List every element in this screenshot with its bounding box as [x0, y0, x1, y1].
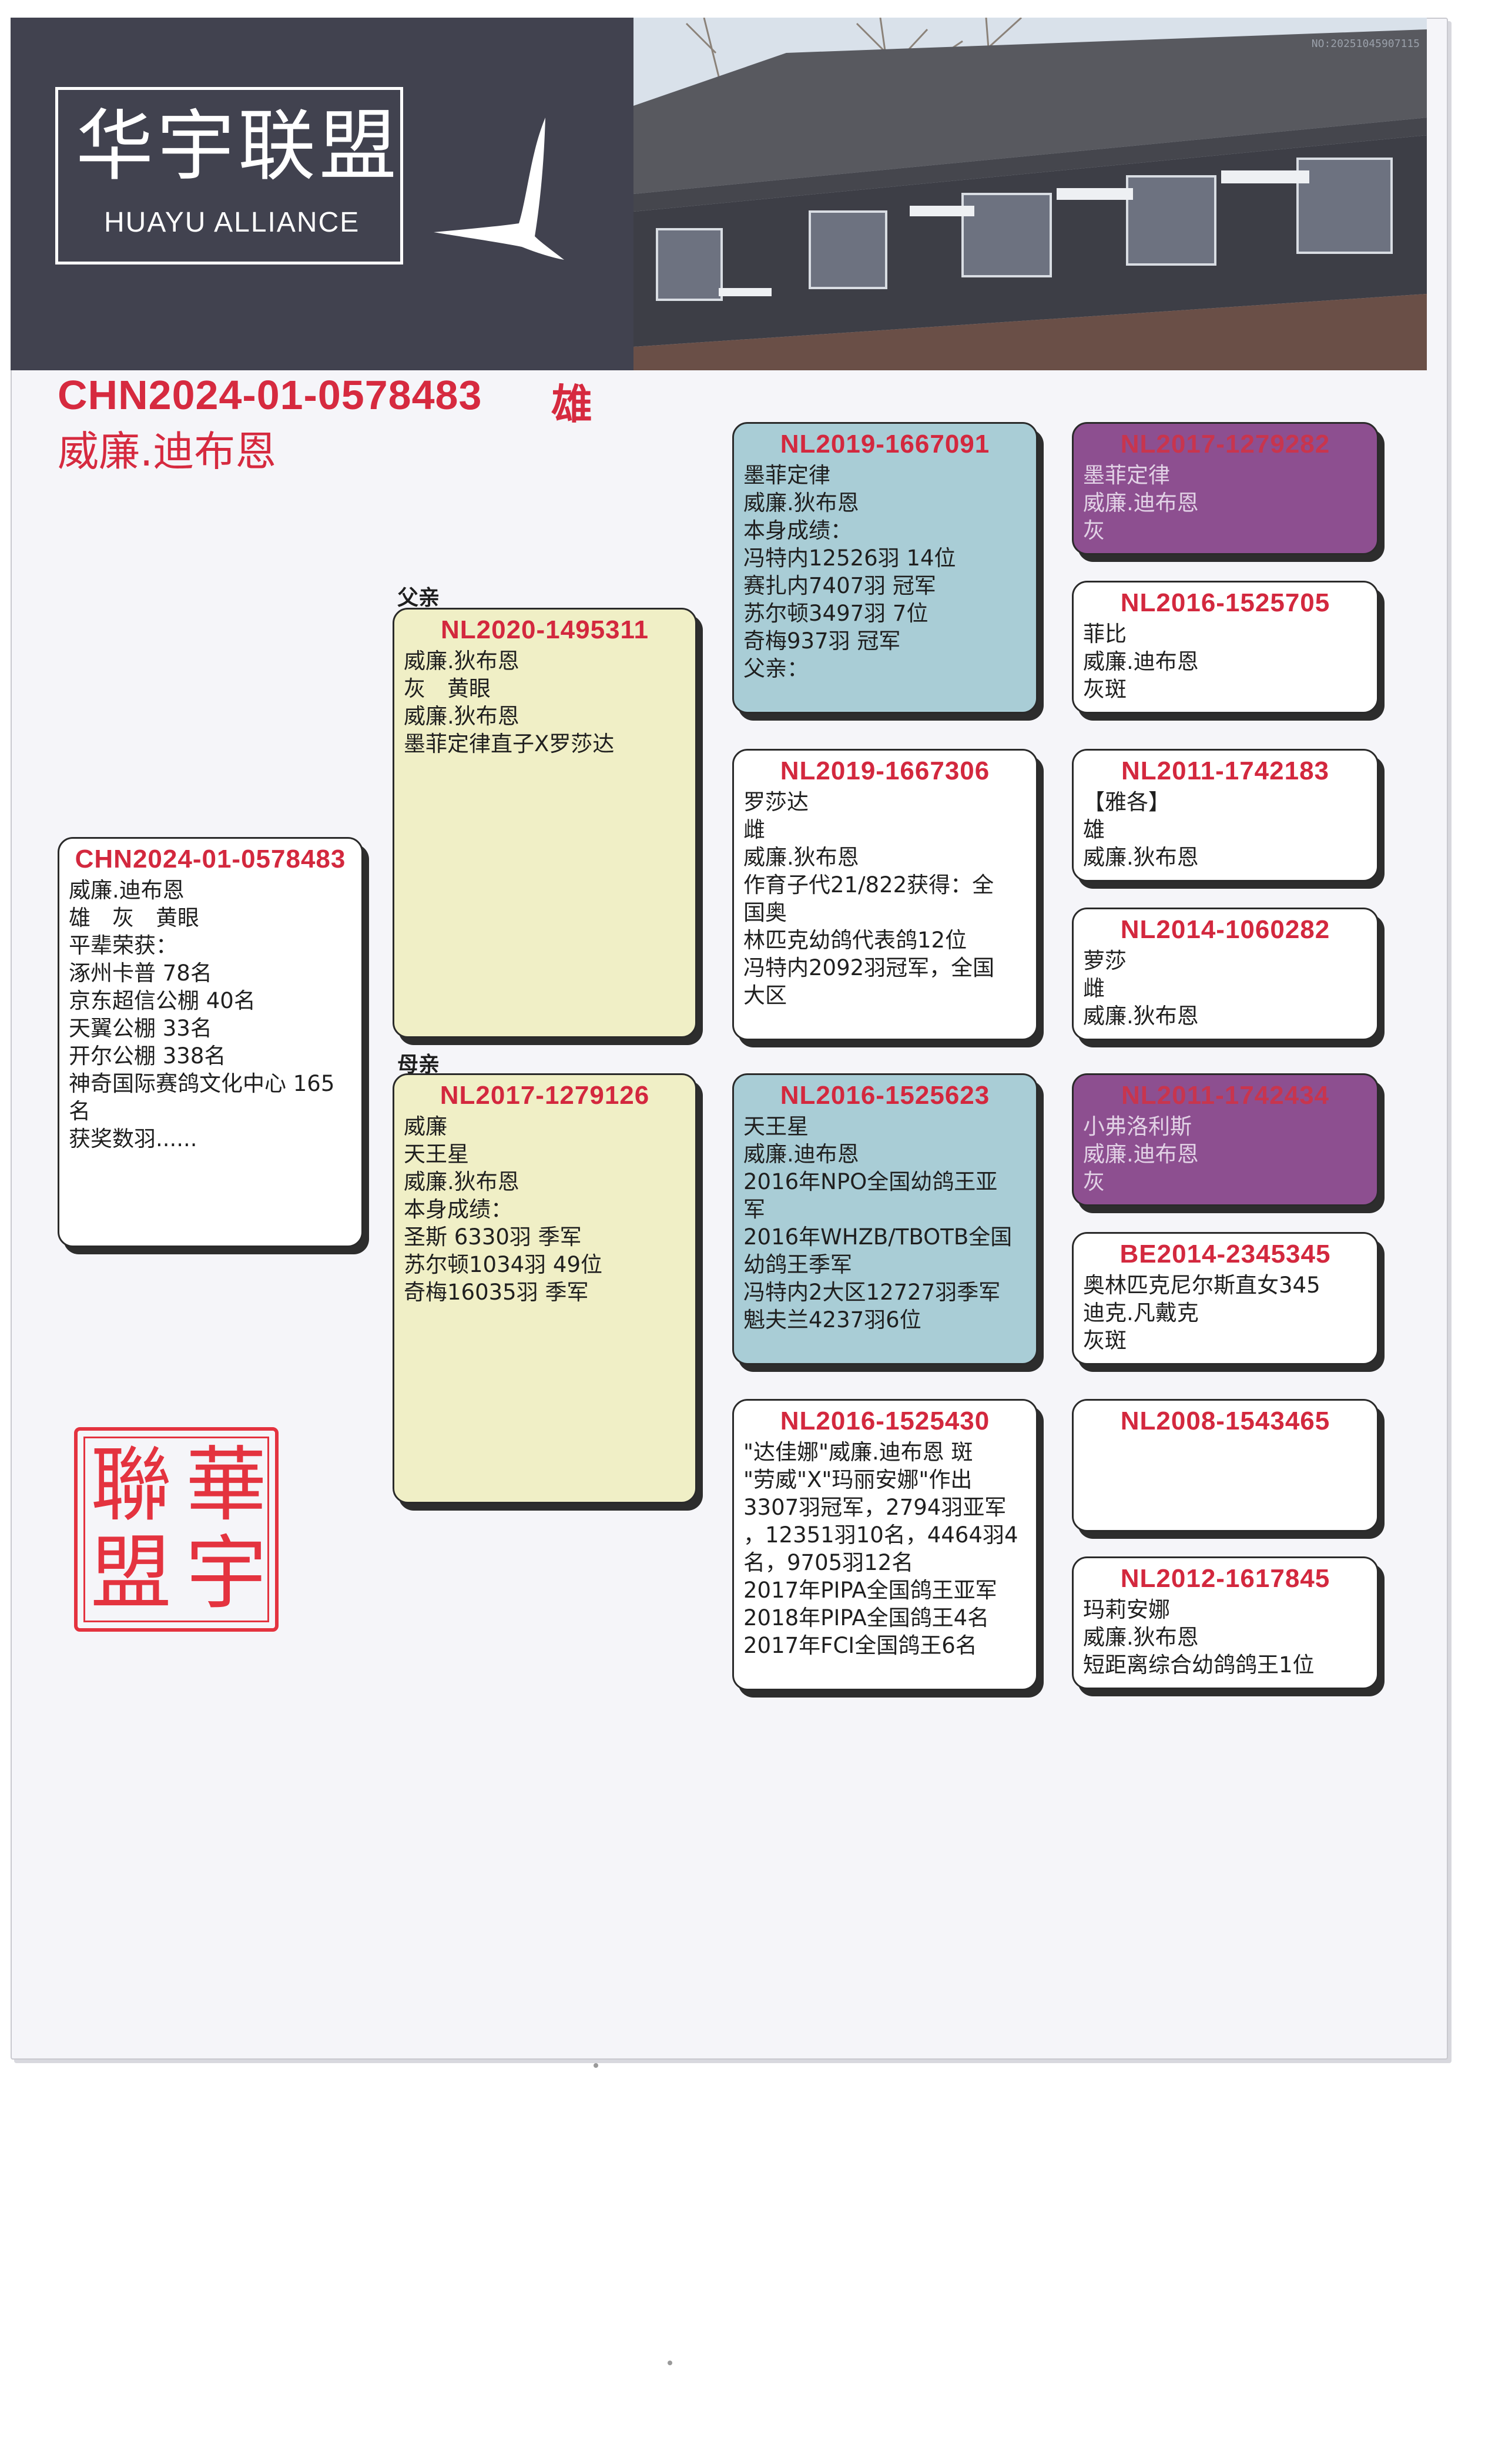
- seal-char: 華: [185, 1438, 267, 1532]
- father-label: 父亲: [397, 586, 440, 610]
- card-great-grandparent-5[interactable]: NL2011-1742434 小弗洛利斯 威廉.迪布恩 灰: [1072, 1073, 1379, 1206]
- card-details: "达佳娜"威廉.迪布恩 斑 "劳威"X"玛丽安娜"作出 3307羽冠军，2794…: [743, 1439, 1018, 1658]
- title-bloodline: 威廉.迪布恩: [58, 427, 277, 476]
- card-ring: NL2017-1279282: [1120, 430, 1330, 458]
- card-great-grandparent-2[interactable]: NL2016-1525705 菲比 威廉.迪布恩 灰斑: [1072, 581, 1379, 714]
- card-great-grandparent-4[interactable]: NL2014-1060282 萝莎 雌 威廉.狄布恩: [1072, 908, 1379, 1040]
- card-ring: CHN2024-01-0578483: [75, 845, 346, 873]
- title-sex: 雄: [551, 380, 592, 428]
- loft-photo-drawing: [633, 18, 1427, 370]
- card-sire-sire[interactable]: NL2019-1667091 墨菲定律 威廉.狄布恩 本身成绩： 冯特内1252…: [732, 422, 1038, 714]
- card-details: 威廉 天王星 威廉.狄布恩 本身成绩： 圣斯 6330羽 季军 苏尔顿1034羽…: [404, 1114, 603, 1305]
- logo-chinese-text: 华宇联盟: [76, 101, 400, 192]
- card-details: 墨菲定律 威廉.迪布恩 灰: [1083, 463, 1199, 543]
- scan-speck: [594, 2063, 598, 2068]
- card-great-grandparent-6[interactable]: BE2014-2345345 奥林匹克尼尔斯直女345 迪克.凡戴克 灰斑: [1072, 1232, 1379, 1365]
- card-ring: NL2016-1525623: [780, 1081, 990, 1110]
- card-ring: NL2011-1742183: [1121, 756, 1330, 785]
- card-details: 菲比 威廉.迪布恩 灰斑: [1083, 621, 1199, 702]
- card-sire-dam[interactable]: NL2019-1667306 罗莎达 雌 威廉.狄布恩 作育子代21/822获得…: [732, 749, 1038, 1040]
- mother-label: 母亲: [397, 1053, 440, 1077]
- card-details: 墨菲定律 威廉.狄布恩 本身成绩： 冯特内12526羽 14位 赛扎内7407羽…: [743, 463, 956, 681]
- alliance-seal: 華 宇 聯 盟: [74, 1427, 279, 1632]
- card-ring: NL2008-1543465: [1120, 1407, 1330, 1435]
- scan-speck: [668, 2361, 672, 2365]
- card-ring: NL2017-1279126: [440, 1081, 650, 1110]
- card-details: 小弗洛利斯 威廉.迪布恩 灰: [1083, 1114, 1199, 1194]
- seal-char: 聯: [90, 1438, 172, 1532]
- card-sire[interactable]: NL2020-1495311 威廉.狄布恩 灰 黄眼 威廉.狄布恩 墨菲定律直子…: [393, 608, 697, 1038]
- header-banner: 华宇联盟 HUAYU ALLIANCE: [11, 18, 633, 370]
- card-ring: BE2014-2345345: [1119, 1240, 1331, 1268]
- card-details: 【雅各】 雄 威廉.狄布恩: [1083, 789, 1199, 870]
- card-details: 玛莉安娜 威廉.狄布恩 短距离综合幼鸽鸽王1位: [1083, 1597, 1315, 1678]
- card-details: 威廉.狄布恩 灰 黄眼 威廉.狄布恩 墨菲定律直子X罗莎达: [404, 648, 615, 756]
- card-ring: NL2012-1617845: [1120, 1564, 1330, 1593]
- logo: 华宇联盟 HUAYU ALLIANCE: [55, 87, 403, 265]
- loft-photo: NO:20251045907115: [633, 18, 1427, 370]
- document-number: NO:20251045907115: [1311, 38, 1420, 50]
- card-ring: NL2016-1525430: [780, 1407, 990, 1435]
- card-dam[interactable]: NL2017-1279126 威廉 天王星 威廉.狄布恩 本身成绩： 圣斯 63…: [393, 1073, 697, 1504]
- card-great-grandparent-8[interactable]: NL2012-1617845 玛莉安娜 威廉.狄布恩 短距离综合幼鸽鸽王1位: [1072, 1556, 1379, 1689]
- card-details: 威廉.迪布恩 雄 灰 黄眼 平辈荣获： 涿州卡普 78名 京东超信公棚 40名 …: [69, 878, 335, 1151]
- card-ring: NL2011-1742434: [1121, 1081, 1330, 1110]
- card-ring: NL2020-1495311: [440, 615, 649, 644]
- card-dam-dam[interactable]: NL2016-1525430 "达佳娜"威廉.迪布恩 斑 "劳威"X"玛丽安娜"…: [732, 1399, 1038, 1690]
- card-ring: NL2019-1667091: [780, 430, 990, 458]
- card-great-grandparent-3[interactable]: NL2011-1742183 【雅各】 雄 威廉.狄布恩: [1072, 749, 1379, 882]
- card-great-grandparent-7[interactable]: NL2008-1543465: [1072, 1399, 1379, 1532]
- title-ring-number: CHN2024-01-0578483: [58, 372, 482, 418]
- seal-char: 盟: [90, 1526, 172, 1621]
- card-details: 萝莎 雌 威廉.狄布恩: [1083, 948, 1199, 1029]
- card-details: 罗莎达 雌 威廉.狄布恩 作育子代21/822获得：全 国奥 林匹克幼鸽代表鸽1…: [743, 789, 995, 1008]
- seal-border: [83, 1437, 269, 1622]
- card-great-grandparent-1[interactable]: NL2017-1279282 墨菲定律 威廉.迪布恩 灰: [1072, 422, 1379, 555]
- card-ring: NL2014-1060282: [1120, 915, 1330, 944]
- card-details: 天王星 威廉.迪布恩 2016年NPO全国幼鸽王亚 军 2016年WHZB/TB…: [743, 1114, 1013, 1333]
- card-details: 奥林匹克尼尔斯直女345 迪克.凡戴克 灰斑: [1083, 1273, 1320, 1353]
- seal-char: 宇: [185, 1526, 267, 1621]
- bird-icon: [434, 118, 564, 260]
- logo-english-text: HUAYU ALLIANCE: [104, 207, 360, 238]
- card-ring: NL2019-1667306: [780, 756, 990, 785]
- card-dam-sire[interactable]: NL2016-1525623 天王星 威廉.迪布恩 2016年NPO全国幼鸽王亚…: [732, 1073, 1038, 1365]
- card-subject[interactable]: CHN2024-01-0578483 威廉.迪布恩 雄 灰 黄眼 平辈荣获： 涿…: [58, 837, 363, 1247]
- card-ring: NL2016-1525705: [1120, 588, 1330, 617]
